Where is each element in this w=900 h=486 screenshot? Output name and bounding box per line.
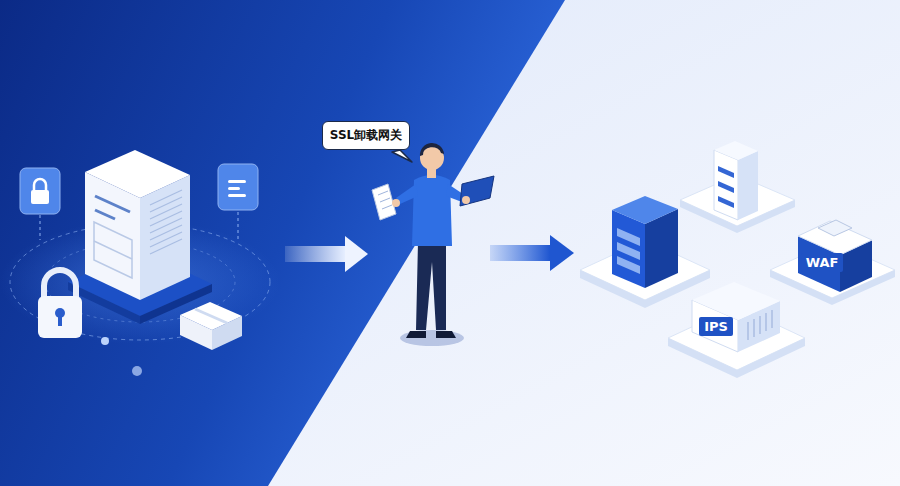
- device-label: WAF: [801, 253, 844, 272]
- node-text: IPS: [704, 319, 728, 334]
- speech-bubble: SSL卸载网关: [322, 121, 410, 150]
- device-label: IPS: [699, 317, 733, 336]
- node-text: WAF: [806, 255, 839, 270]
- node-text: SSL卸载网关: [330, 127, 402, 144]
